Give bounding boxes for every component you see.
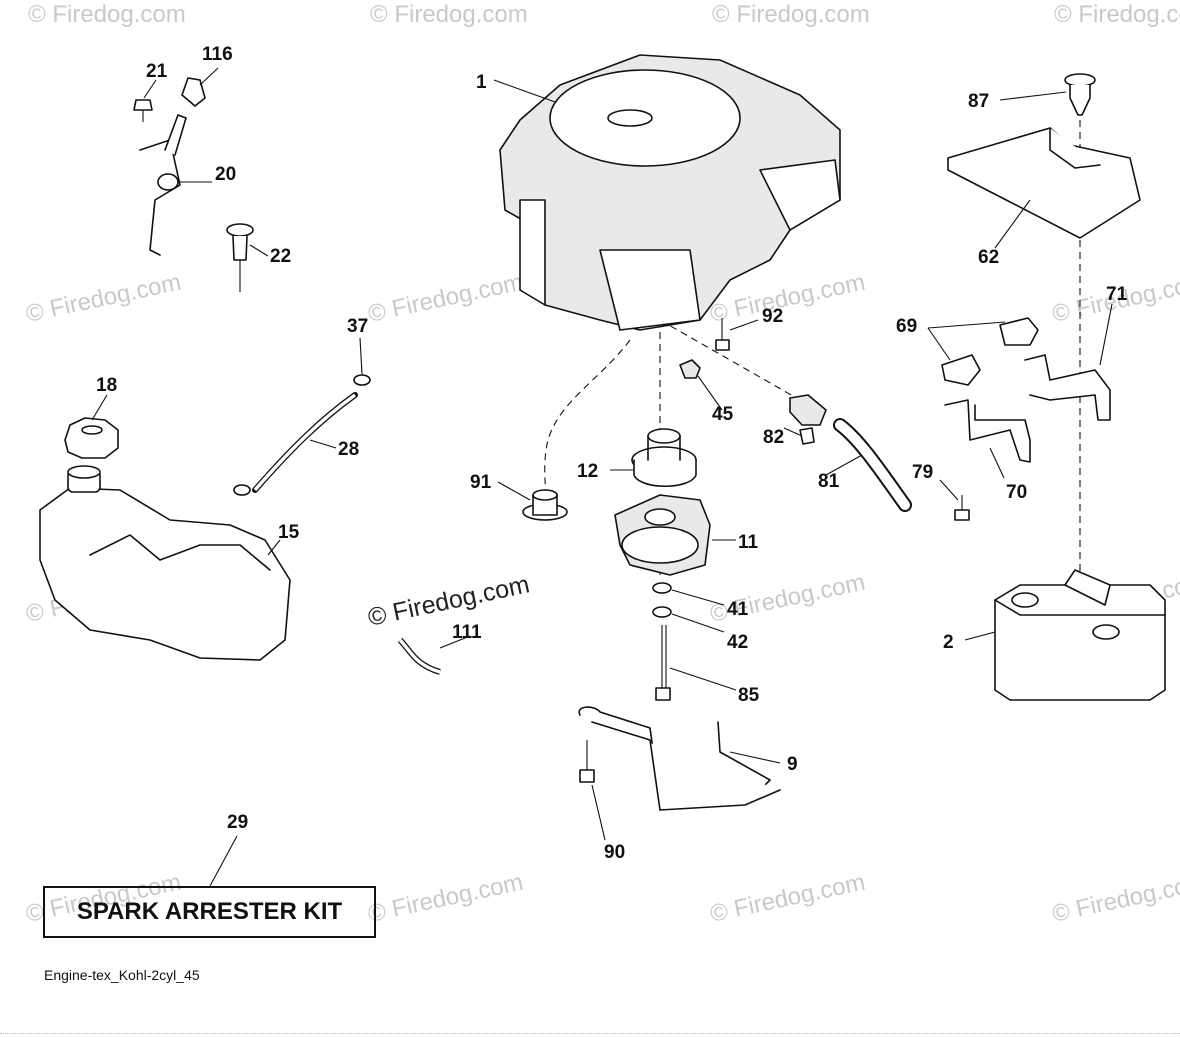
callout-70: 70	[1006, 482, 1027, 503]
callout-69: 69	[896, 316, 917, 337]
callout-87: 87	[968, 91, 989, 112]
fuel-tank-part[interactable]	[39, 465, 291, 661]
diagram-code: Engine-tex_Kohl-2cyl_45	[44, 967, 200, 983]
choke-knob-part[interactable]	[226, 223, 254, 292]
exhaust-pipe-part[interactable]	[944, 399, 1031, 463]
throttle-lever-part[interactable]	[139, 114, 187, 256]
callout-20: 20	[215, 164, 236, 185]
callout-21: 21	[146, 61, 168, 82]
callout-15: 15	[278, 522, 300, 543]
exhaust-pipe-part[interactable]	[1024, 354, 1111, 421]
engine-part[interactable]	[499, 54, 841, 331]
watermark: © Firedog.com	[708, 869, 868, 928]
callout-12: 12	[577, 461, 598, 482]
heat-shield-part[interactable]	[947, 127, 1141, 239]
fuel-hose-part[interactable]	[252, 392, 358, 493]
screw-part[interactable]	[133, 99, 153, 122]
callout-labels: 1 2 9 11 12 15 18 20 21 22 28 29 37 41 4…	[96, 44, 1128, 863]
callout-28: 28	[338, 439, 359, 460]
bottom-divider	[0, 1033, 1180, 1034]
bracket-part[interactable]	[578, 706, 781, 811]
breather-hose-part[interactable]	[397, 637, 441, 675]
clutch-bolt-part[interactable]	[655, 625, 671, 701]
oil-drain-hose-part[interactable]	[833, 418, 912, 512]
watermark: © Firedog.com	[366, 869, 526, 928]
spacer-part[interactable]	[522, 489, 568, 521]
callout-71: 71	[1106, 284, 1128, 305]
callout-79: 79	[912, 462, 933, 483]
drain-valve-part[interactable]	[789, 394, 827, 445]
spark-arrester-kit-label: SPARK ARRESTER KIT	[76, 898, 343, 925]
washer-part[interactable]	[652, 582, 672, 618]
callout-37: 37	[347, 316, 368, 337]
watermark: © Firedog.com	[366, 269, 526, 328]
callout-92: 92	[762, 306, 783, 327]
knob-part[interactable]	[181, 77, 206, 107]
hose-clamp-part[interactable]	[233, 374, 371, 496]
callout-85: 85	[738, 685, 760, 706]
pulley-part[interactable]	[631, 428, 697, 488]
watermark-center: © Firedog.com	[365, 570, 532, 632]
shield-knob-part[interactable]	[1064, 73, 1096, 116]
callout-9: 9	[787, 754, 798, 775]
callout-116: 116	[202, 44, 233, 65]
callout-1: 1	[476, 72, 487, 93]
pto-clutch-part[interactable]	[614, 494, 711, 576]
watermark: © Firedog.com	[24, 269, 184, 328]
watermark: © Firedog.com	[1054, 1, 1180, 28]
callout-22: 22	[270, 246, 291, 267]
watermark: © Firedog.com	[712, 1, 870, 28]
leader-lines	[91, 67, 1113, 887]
muffler-part[interactable]	[994, 569, 1166, 701]
bracket-bolt-part[interactable]	[579, 740, 595, 783]
callout-81: 81	[818, 471, 840, 492]
callout-82: 82	[763, 427, 784, 448]
callout-41: 41	[727, 599, 749, 620]
watermark: © Firedog.com	[370, 1, 528, 28]
callout-62: 62	[978, 247, 999, 268]
fuel-cap-part[interactable]	[64, 417, 119, 459]
callout-18: 18	[96, 375, 117, 396]
watermark: © Firedog.com	[1050, 869, 1180, 928]
spark-arrester-kit-box: SPARK ARRESTER KIT	[43, 886, 376, 938]
callout-45: 45	[712, 404, 734, 425]
engine-bolt-part[interactable]	[715, 318, 730, 351]
callout-90: 90	[604, 842, 625, 863]
callout-2: 2	[943, 632, 954, 653]
callout-11: 11	[738, 532, 759, 553]
callout-42: 42	[727, 632, 748, 653]
nut-part[interactable]	[679, 359, 701, 379]
gasket-part[interactable]	[941, 317, 1039, 386]
callout-111: 111	[452, 622, 482, 643]
callout-29: 29	[227, 812, 248, 833]
bolt-part[interactable]	[954, 495, 970, 521]
watermark: © Firedog.com	[28, 1, 186, 28]
callout-91: 91	[470, 472, 492, 493]
